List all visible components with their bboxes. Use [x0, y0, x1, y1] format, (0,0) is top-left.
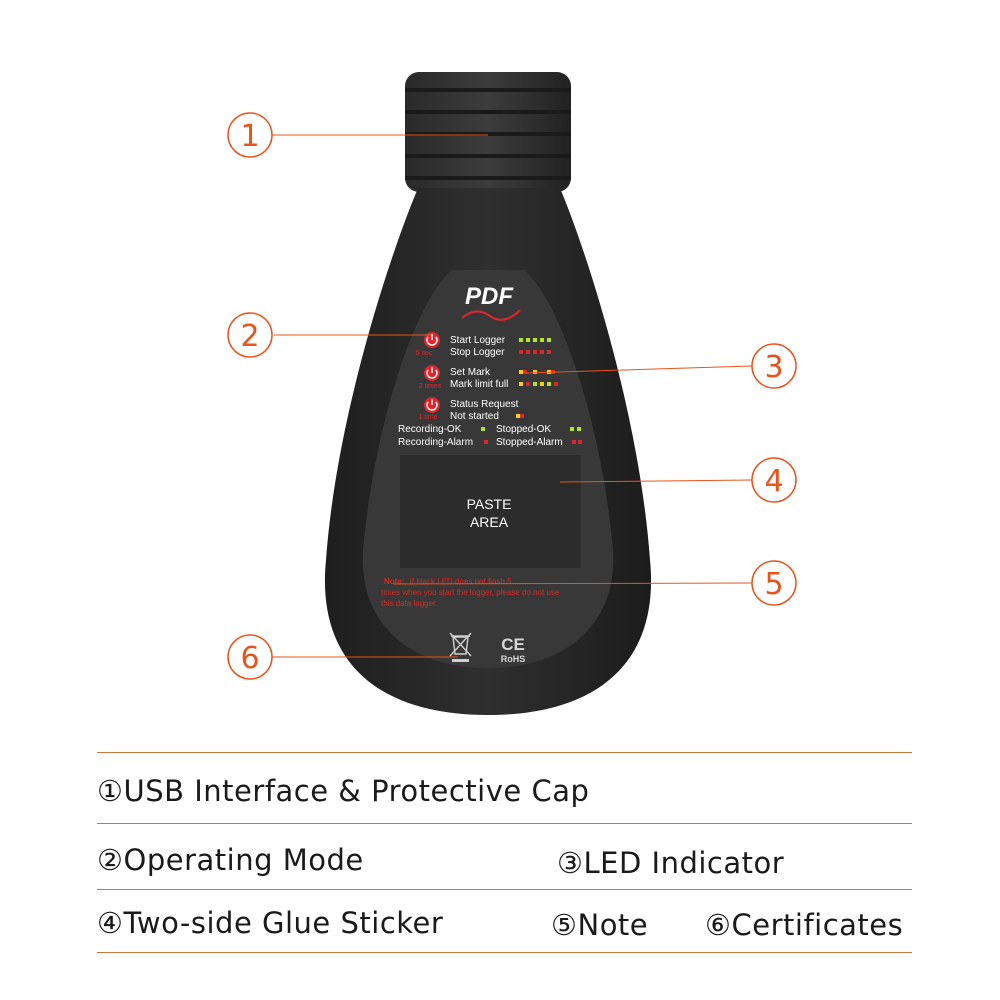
- legend-rule-3: [97, 889, 912, 890]
- status-stopped-ok: Stopped-OK: [496, 424, 551, 435]
- status-stopped-alarm: Stopped-Alarm: [496, 437, 563, 448]
- hint-start: 5 sec: [416, 350, 433, 357]
- hint-mark: 2 times: [419, 383, 442, 390]
- paste-area-line1: PASTE: [467, 496, 512, 512]
- callout-line-4: [559, 479, 753, 483]
- usb-cap: [405, 72, 571, 192]
- callout-5: 5: [751, 560, 797, 606]
- paste-area-line2: AREA: [470, 514, 509, 530]
- note-line-3: this data logger.: [381, 599, 437, 608]
- legend-item-3: ③LED Indicator: [557, 846, 785, 880]
- svg-text:2: 2: [240, 319, 259, 354]
- ce-mark: CE: [501, 635, 525, 654]
- legend-rule-top: [97, 752, 912, 753]
- led-stopped-alarm: [572, 440, 576, 444]
- weee-bin-icon: [449, 632, 472, 662]
- led-recording-ok: [481, 427, 485, 431]
- svg-text:6: 6: [240, 641, 259, 676]
- callout-line-3: [524, 365, 753, 374]
- callout-6: 6: [227, 634, 273, 680]
- svg-text:1: 1: [240, 119, 259, 154]
- legend-rule-2: [97, 823, 912, 824]
- rohs-mark: RoHS: [501, 654, 526, 664]
- svg-text:4: 4: [764, 464, 783, 499]
- hint-status: 1 time: [418, 414, 437, 421]
- power-button-start: [424, 332, 440, 348]
- svg-text:5: 5: [764, 567, 783, 602]
- led-row-mark-full: [519, 382, 558, 386]
- power-button-status: [424, 397, 440, 413]
- note-body: If black LED does not flash 5: [410, 577, 512, 586]
- led-stopped-alarm-2: [578, 440, 582, 444]
- note-line-2: times when you start the logger, please …: [381, 588, 560, 597]
- label-not-started: Not started: [450, 411, 499, 422]
- legend-item-2: ②Operating Mode: [97, 843, 364, 877]
- led-stopped-ok: [570, 427, 574, 431]
- status-recording-ok: Recording-OK: [398, 424, 462, 435]
- paste-area: [400, 455, 581, 568]
- brand-logo: PDF: [465, 283, 514, 310]
- led-row-stop: [519, 350, 551, 354]
- device-illustration: PDF 5 sec 2 times 1 time Start Logger St…: [227, 72, 797, 715]
- callout-2: 2: [227, 312, 273, 358]
- legend-item-6: ⑥Certificates: [705, 908, 904, 942]
- note-label: Note:: [384, 577, 404, 586]
- label-status-request: Status Request: [450, 399, 519, 410]
- note-text: Note: If black LED does not flash 5 time…: [381, 577, 560, 608]
- legend-rule-bottom: [97, 952, 912, 953]
- legend-item-1: ①USB Interface & Protective Cap: [97, 774, 590, 808]
- legend-item-4: ④Two-side Glue Sticker: [97, 906, 444, 940]
- callout-1: 1: [227, 112, 273, 158]
- callout-3: 3: [751, 343, 797, 389]
- label-start-logger: Start Logger: [450, 335, 506, 346]
- callout-4: 4: [751, 457, 797, 503]
- led-stopped-ok-2: [577, 427, 581, 431]
- label-stop-logger: Stop Logger: [450, 347, 505, 358]
- legend-item-5: ⑤Note: [551, 908, 649, 942]
- led-row-start: [519, 338, 551, 342]
- svg-text:3: 3: [764, 350, 783, 385]
- callout-line-5: [392, 582, 753, 585]
- label-set-mark: Set Mark: [450, 367, 491, 378]
- led-recording-alarm: [484, 440, 488, 444]
- brand-wave-icon: [461, 309, 521, 321]
- status-recording-alarm: Recording-Alarm: [398, 437, 473, 448]
- led-row-not-started: [516, 414, 524, 418]
- label-mark-limit: Mark limit full: [450, 379, 508, 390]
- power-button-mark: [424, 365, 440, 381]
